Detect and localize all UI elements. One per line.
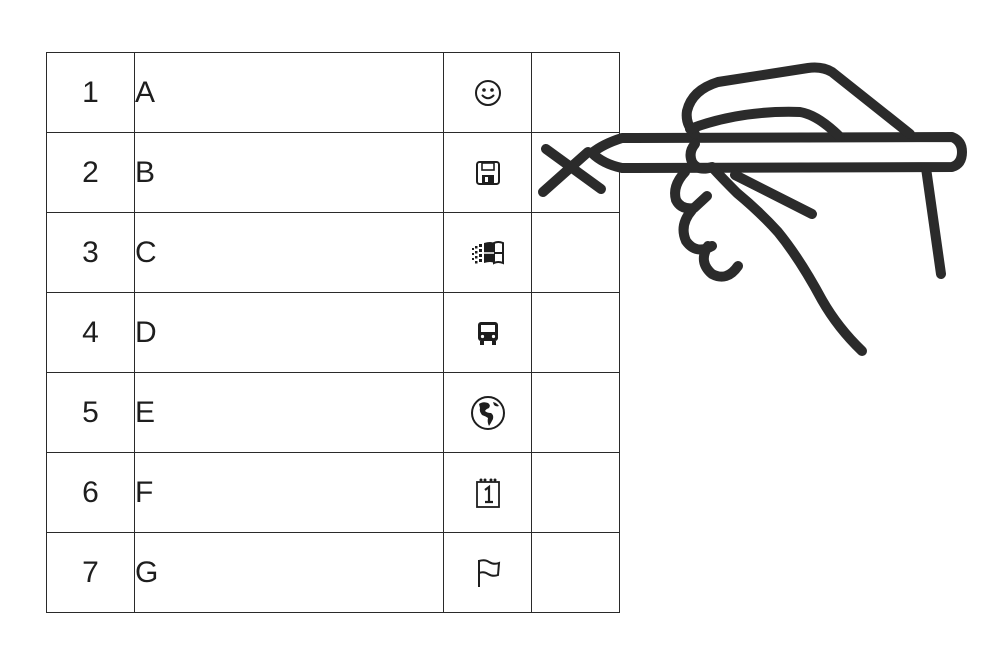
checkbox-cell[interactable] [531,292,620,373]
row-number: 2 [46,132,135,213]
table-row: 4 D [46,292,620,373]
row-letter: D [134,292,444,373]
row-icon-cell [443,212,532,293]
row-icon-cell [443,372,532,453]
globe-americas-icon [470,395,505,430]
row-letter: A [134,52,444,133]
row-icon-cell [443,452,532,533]
row-letter: B [134,132,444,213]
table-row: 5 E [46,372,620,453]
flag-icon [477,558,500,587]
windows-flag-icon [471,240,504,265]
row-letter: C [134,212,444,293]
table-row: 3 C [46,212,620,293]
row-letter: E [134,372,444,453]
selection-table: 1 A 2 B 3 C [46,52,620,613]
table-row: 6 F [46,452,620,533]
checkbox-cell[interactable] [531,212,620,293]
table-row: 7 G [46,532,620,613]
checkbox-cell[interactable] [531,452,620,533]
pen-icon [587,132,967,173]
checkbox-cell[interactable] [531,532,620,613]
calendar-page-icon [475,478,500,508]
checkbox-cell[interactable] [531,372,620,453]
row-number: 3 [46,212,135,293]
bus-icon [477,321,498,345]
floppy-disk-icon [475,160,500,185]
smiley-face-icon [474,79,501,106]
row-number: 4 [46,292,135,373]
row-icon-cell [443,532,532,613]
row-number: 1 [46,52,135,133]
row-number: 5 [46,372,135,453]
